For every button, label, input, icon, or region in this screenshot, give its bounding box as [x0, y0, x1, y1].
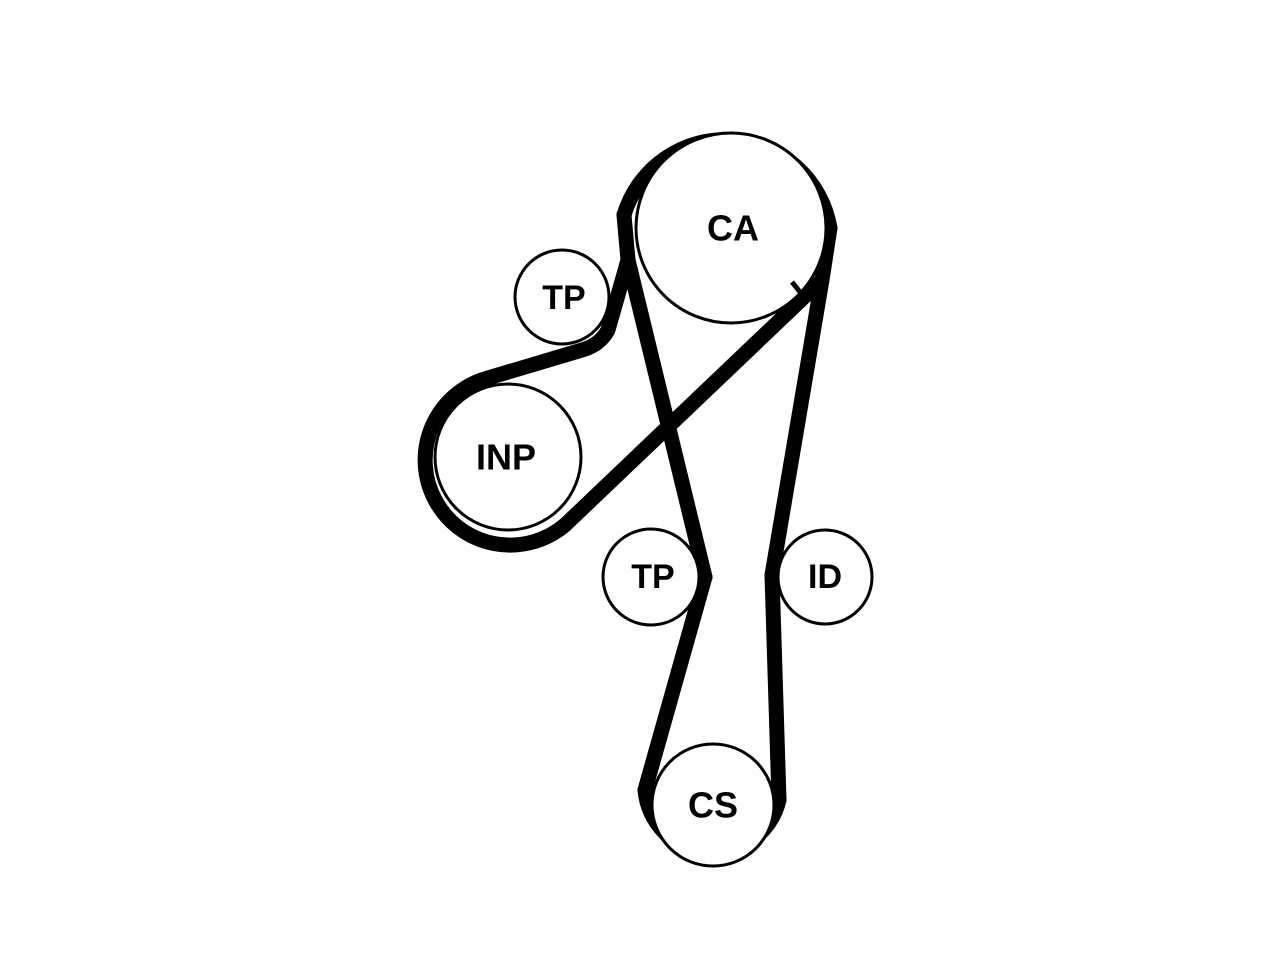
ca-timing-mark [790, 280, 802, 294]
pulley-id-circle [776, 528, 874, 626]
pulley-inp-label: INP [476, 437, 536, 478]
pulley-cs-label: CS [688, 785, 738, 826]
pulley-tp-upper-circle [513, 248, 611, 346]
belt-path [417, 132, 838, 861]
belt-inp-wrap [417, 370, 573, 553]
belt-cs-to-tp [637, 569, 713, 798]
pulley-tp-lower-circle [601, 527, 701, 627]
pulley-ca-label: CA [707, 208, 759, 249]
pulley-ca: CA [634, 131, 828, 325]
pulley-id: ID [776, 528, 874, 626]
belt-inp-to-ca [557, 272, 830, 533]
pulley-tp-lower-label: TP [631, 558, 674, 596]
belt-id-to-cs [764, 567, 787, 808]
pulley-ca-circle [634, 131, 828, 325]
belt-ca-to-tp-upper [480, 252, 636, 386]
pulley-tp-lower: TP [601, 527, 701, 627]
pulley-inp-circle [433, 382, 583, 532]
pulley-tp-upper-label: TP [542, 279, 585, 317]
pulley-cs: CS [650, 742, 776, 868]
pulley-inp: INP [433, 382, 583, 532]
pulley-tp-upper: TP [513, 248, 611, 346]
pulley-id-label: ID [808, 558, 842, 596]
pulley-cs-circle [650, 742, 776, 868]
